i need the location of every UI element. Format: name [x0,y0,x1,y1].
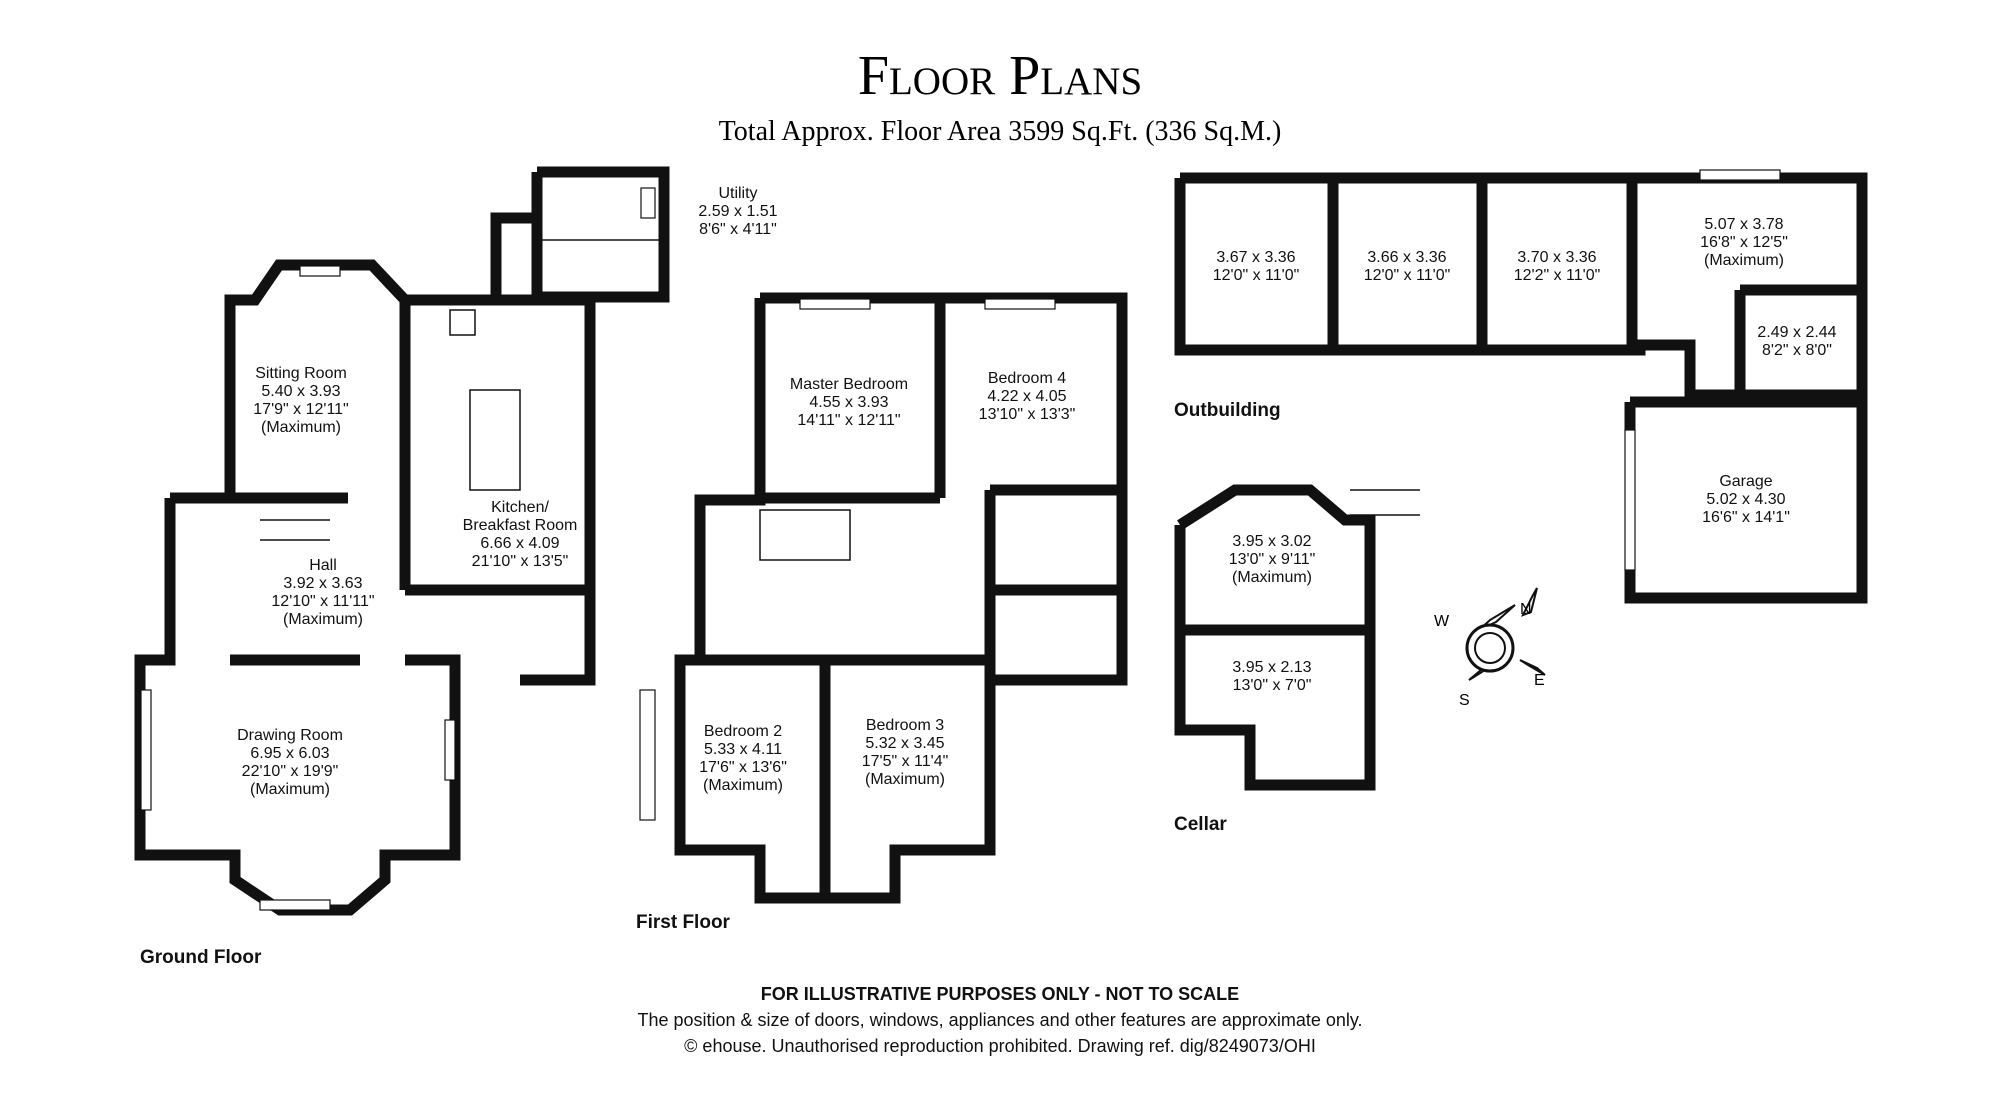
label-out-5: 2.49 x 2.44 8'2" x 8'0" [1757,324,1836,359]
label-out-3: 3.70 x 3.36 12'2" x 11'0" [1514,249,1601,284]
room-note-bed3: (Maximum) [865,771,945,788]
room-imperial-kitchen: 21'10" x 13'5" [472,553,569,570]
compass-n: N [1520,601,1532,618]
compass-rose: N E S W [1434,587,1546,709]
compass-w: W [1434,613,1450,630]
room-imperial-bed4: 13'10" x 13'3" [979,406,1076,423]
label-bedroom-2: Bedroom 2 5.33 x 4.11 17'6" x 13'6" (Max… [699,723,787,794]
room-note-drawing: (Maximum) [250,781,330,798]
label-master-bedroom: Master Bedroom 4.55 x 3.93 14'11" x 12'1… [790,376,908,429]
room-name-master: Master Bedroom [790,376,908,393]
room-metric-sitting: 5.40 x 3.93 [261,383,340,400]
room-metric-out5: 2.49 x 2.44 [1757,324,1836,341]
room-metric-garage: 5.02 x 4.30 [1706,491,1785,508]
label-out-4: 5.07 x 3.78 16'8" x 12'5" (Maximum) [1700,216,1788,269]
room-imperial-bed3: 17'5" x 11'4" [862,753,949,770]
room-imperial-out4: 16'8" x 12'5" [1700,234,1788,251]
room-name-utility: Utility [718,185,757,202]
room-note-cellar1: (Maximum) [1232,569,1312,586]
room-imperial-cellar2: 13'0" x 7'0" [1233,677,1312,694]
room-note-hall: (Maximum) [283,611,363,628]
room-note-out4: (Maximum) [1704,252,1784,269]
label-kitchen: Kitchen/ Breakfast Room 6.66 x 4.09 21'1… [463,499,578,570]
label-cellar-2: 3.95 x 2.13 13'0" x 7'0" [1232,659,1311,694]
floor-label-first: First Floor [636,912,731,933]
label-out-1: 3.67 x 3.36 12'0" x 11'0" [1213,249,1300,284]
room-metric-bed4: 4.22 x 4.05 [987,388,1066,405]
room-imperial-cellar1: 13'0" x 9'11" [1229,551,1316,568]
room-name2-kitchen: Breakfast Room [463,517,578,534]
footer-disclaimer-text: The position & size of doors, windows, a… [637,1010,1362,1030]
room-metric-drawing: 6.95 x 6.03 [250,745,329,762]
label-out-2: 3.66 x 3.36 12'0" x 11'0" [1364,249,1451,284]
room-metric-kitchen: 6.66 x 4.09 [480,535,559,552]
cellar-plan [1174,484,1420,791]
page-title: Floor Plans [858,45,1142,107]
room-metric-hall: 3.92 x 3.63 [283,575,362,592]
floor-label-ground: Ground Floor [140,947,262,968]
label-cellar-1: 3.95 x 3.02 13'0" x 9'11" (Maximum) [1229,533,1316,586]
label-sitting-room: Sitting Room 5.40 x 3.93 17'9" x 12'11" … [253,365,348,436]
label-drawing-room: Drawing Room 6.95 x 6.03 22'10" x 19'9" … [237,727,343,798]
room-imperial-utility: 8'6" x 4'11" [699,221,777,238]
room-metric-master: 4.55 x 3.93 [809,394,888,411]
label-bedroom-3: Bedroom 3 5.32 x 3.45 17'5" x 11'4" (Max… [862,717,949,788]
room-imperial-out1: 12'0" x 11'0" [1213,267,1300,284]
room-metric-out4: 5.07 x 3.78 [1704,216,1783,233]
room-imperial-out5: 8'2" x 8'0" [1762,342,1832,359]
compass-e: E [1534,672,1545,689]
label-garage: Garage 5.02 x 4.30 16'6" x 14'1" [1702,473,1790,526]
label-hall: Hall 3.92 x 3.63 12'10" x 11'11" (Maximu… [271,557,374,628]
room-name-drawing: Drawing Room [237,727,343,744]
room-name-garage: Garage [1719,473,1772,490]
room-name-sitting: Sitting Room [255,365,347,382]
room-metric-utility: 2.59 x 1.51 [698,203,777,220]
room-imperial-hall: 12'10" x 11'11" [271,593,374,610]
room-note-bed2: (Maximum) [703,777,783,794]
room-imperial-sitting: 17'9" x 12'11" [253,401,348,418]
room-name-bed3: Bedroom 3 [866,717,944,734]
outbuilding-plan [1174,169,1868,604]
room-metric-cellar2: 3.95 x 2.13 [1232,659,1311,676]
room-metric-bed2: 5.33 x 4.11 [704,741,782,758]
floor-label-outbuilding: Outbuilding [1174,400,1281,421]
room-name-kitchen: Kitchen/ [491,499,549,516]
compass-s: S [1459,692,1470,709]
room-imperial-garage: 16'6" x 14'1" [1702,509,1790,526]
page-subtitle: Total Approx. Floor Area 3599 Sq.Ft. (33… [719,116,1282,147]
room-metric-bed3: 5.32 x 3.45 [865,735,944,752]
first-floor-plan [639,292,1128,904]
room-note-sitting: (Maximum) [261,419,341,436]
floor-label-cellar: Cellar [1174,814,1227,835]
label-bedroom-4: Bedroom 4 4.22 x 4.05 13'10" x 13'3" [979,370,1076,423]
label-utility: Utility 2.59 x 1.51 8'6" x 4'11" [698,185,777,238]
room-metric-out3: 3.70 x 3.36 [1517,249,1596,266]
room-imperial-bed2: 17'6" x 13'6" [699,759,787,776]
room-imperial-out3: 12'2" x 11'0" [1514,267,1601,284]
room-name-bed4: Bedroom 4 [988,370,1066,387]
room-imperial-drawing: 22'10" x 19'9" [242,763,339,780]
room-name-bed2: Bedroom 2 [704,723,782,740]
room-name-hall: Hall [309,557,337,574]
room-imperial-master: 14'11" x 12'11" [797,412,900,429]
footer-disclaimer-heading: FOR ILLUSTRATIVE PURPOSES ONLY - NOT TO … [761,984,1239,1004]
room-imperial-out2: 12'0" x 11'0" [1364,267,1451,284]
footer-copyright: © ehouse. Unauthorised reproduction proh… [684,1036,1316,1056]
ground-floor-plan [134,166,670,916]
room-metric-out2: 3.66 x 3.36 [1367,249,1446,266]
room-metric-out1: 3.67 x 3.36 [1216,249,1295,266]
room-metric-cellar1: 3.95 x 3.02 [1232,533,1311,550]
